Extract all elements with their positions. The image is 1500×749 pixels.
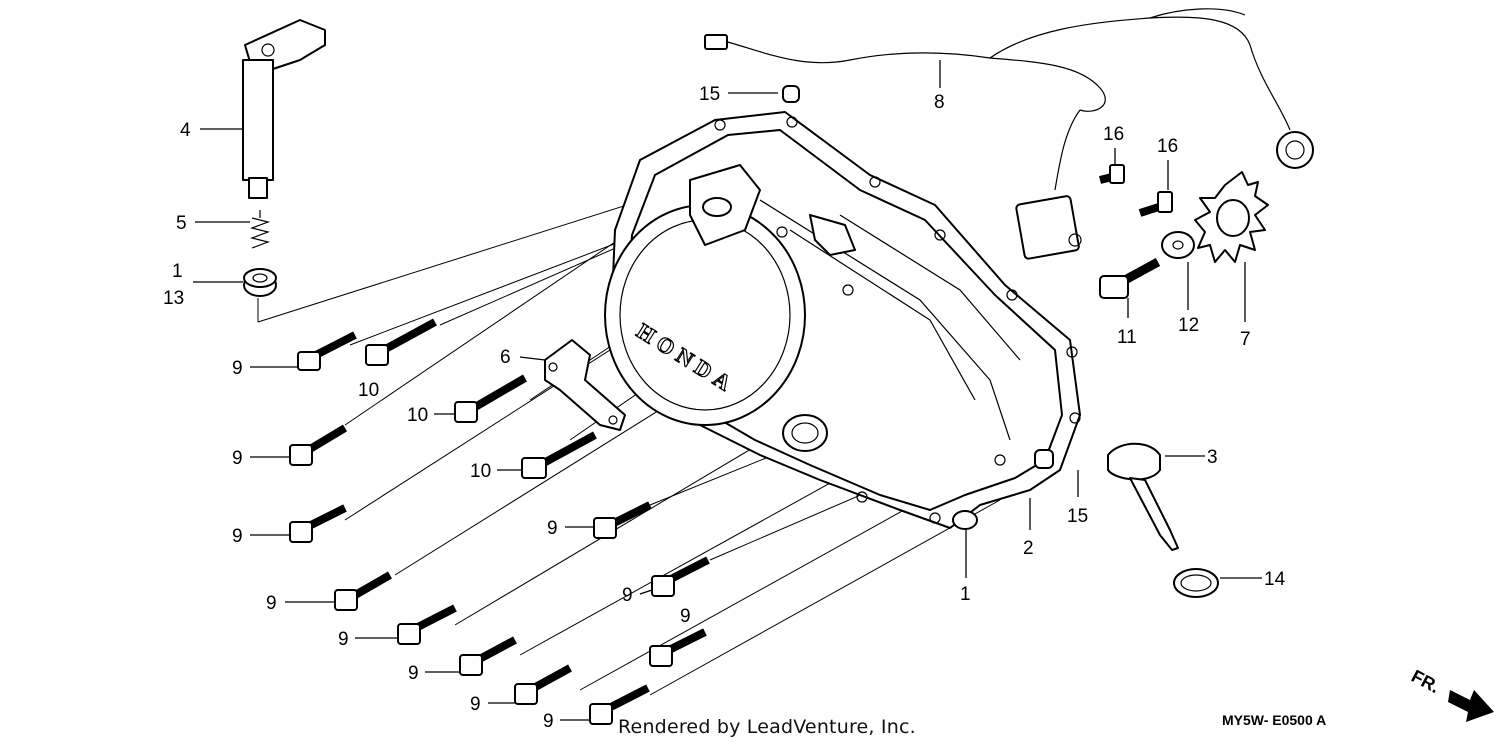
part-16-bolt-a [1099, 164, 1125, 184]
bolt-9k [589, 684, 650, 725]
callout-9-b: 9 [232, 448, 243, 469]
callout-2: 2 [1023, 538, 1034, 559]
direction-label: FR. [1408, 666, 1443, 697]
part-12-washer [1161, 231, 1195, 259]
part-15-dowel-top [782, 85, 800, 103]
callout-9-h: 9 [338, 629, 349, 650]
part-8-harness [704, 8, 1314, 260]
callout-16-b: 16 [1157, 136, 1178, 157]
bolt-9a [297, 331, 357, 371]
part-11-bolt [1099, 258, 1161, 299]
front-direction-indicator: FR. [1408, 666, 1494, 722]
part-6-bracket [544, 339, 626, 431]
callout-12: 12 [1178, 315, 1199, 336]
right-crankcase-cover: HONDA [604, 111, 1081, 530]
callout-10-b: 10 [407, 405, 428, 426]
bolt-9d [593, 501, 652, 539]
callout-10-c: 10 [470, 461, 491, 482]
bolt-9e [651, 556, 710, 597]
callout-1-bottom: 1 [960, 584, 971, 605]
bolt-9b [289, 424, 348, 466]
callout-9-g: 9 [680, 606, 691, 627]
part-5-spring [249, 210, 271, 249]
bolt-9c [289, 504, 347, 543]
callout-4: 4 [180, 120, 191, 141]
callout-16-a: 16 [1103, 124, 1124, 145]
arrow-right-icon [1448, 690, 1494, 722]
callout-5: 5 [176, 213, 187, 234]
callout-9-i: 9 [408, 663, 419, 684]
part-4-shaft [242, 19, 326, 199]
callout-9-e: 9 [622, 585, 633, 606]
callout-11: 11 [1117, 327, 1137, 348]
callout-9-k: 9 [543, 711, 554, 732]
bolt-9j [514, 664, 572, 705]
callout-13: 13 [163, 288, 184, 309]
part-13-seal [243, 268, 277, 322]
bolt-10b [454, 374, 528, 423]
part-3-dipstick [1107, 442, 1179, 551]
bolt-10c [521, 431, 597, 479]
part-16-bolt-b [1138, 191, 1173, 217]
callout-15-right: 15 [1067, 506, 1088, 527]
callout-1-top: 1 [172, 261, 183, 282]
callout-9-a: 9 [232, 358, 243, 379]
callout-3: 3 [1207, 447, 1218, 468]
part-7-plate [1194, 171, 1269, 263]
bolt-9h [649, 628, 707, 667]
bolt-9f [334, 571, 392, 611]
part-14-o-ring [1173, 568, 1219, 598]
part-15-dowel-right [1034, 449, 1054, 469]
callout-6: 6 [500, 347, 511, 368]
callout-15-top: 15 [699, 84, 720, 105]
diagram-code: MY5W- E0500 A [1222, 712, 1327, 728]
leader-lines [193, 60, 1262, 721]
callouts: 4 5 1 13 15 8 16 16 11 12 7 3 15 2 1 14 … [163, 84, 1286, 732]
bolts [289, 318, 710, 725]
callout-9-d: 9 [547, 518, 558, 539]
credit-text: Rendered by LeadVenture, Inc. [618, 716, 916, 738]
callout-9-f: 9 [266, 593, 277, 614]
callout-7: 7 [1240, 329, 1251, 350]
callout-9-j: 9 [470, 694, 481, 715]
callout-8: 8 [934, 92, 945, 113]
bolt-10a [365, 318, 437, 366]
callout-10-a: 10 [358, 380, 379, 401]
callout-14: 14 [1264, 569, 1286, 590]
bolt-9i [459, 636, 517, 676]
bolt-9g [397, 604, 457, 645]
callout-9-c: 9 [232, 526, 243, 547]
